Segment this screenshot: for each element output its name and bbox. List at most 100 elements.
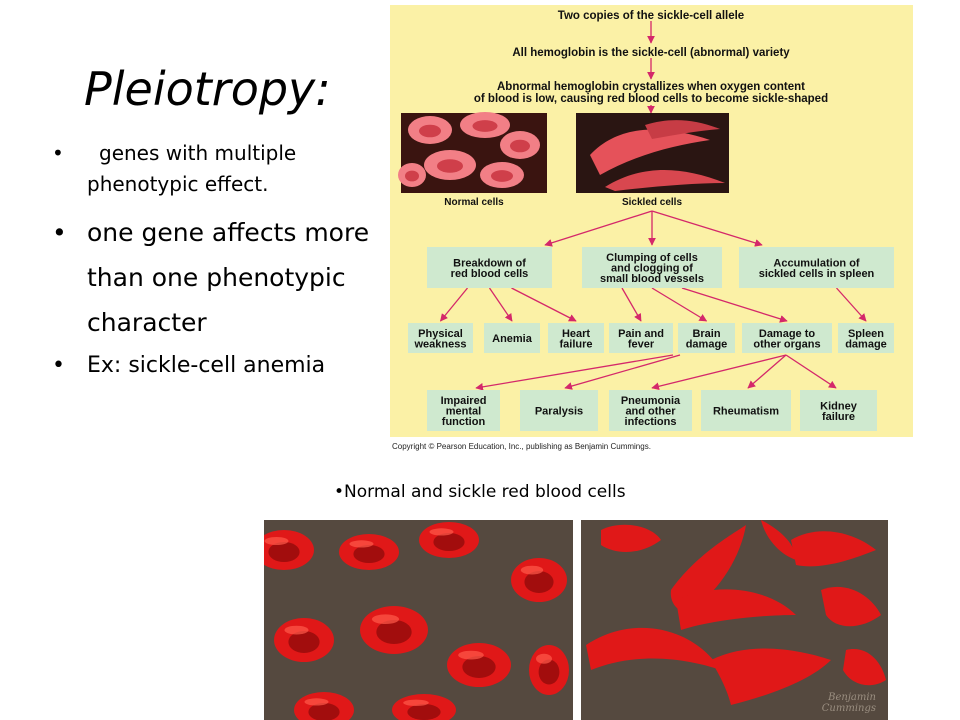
effect-box-level1-label: red blood cells: [451, 268, 529, 280]
effect-box-level3-label: Paralysis: [535, 406, 583, 418]
sickle-cells-photo: Benjamin Cummings: [581, 520, 888, 720]
sickle-cell: [761, 520, 796, 560]
sickled-cells-micrograph: [576, 113, 729, 193]
sickle-cell: [601, 524, 661, 552]
effect-box-level2-label: Heart: [562, 328, 590, 340]
effect-box-level3-label: Rheumatism: [713, 406, 779, 418]
bullet-text: Ex: sickle-cell anemia: [87, 353, 326, 378]
flow-arrow: [439, 287, 469, 322]
normal-cell: [511, 558, 567, 602]
effect-box-level3-label: mental: [446, 406, 481, 418]
flow-arrow: [785, 354, 837, 389]
bullet-text: one gene affects more than one phenotypi…: [87, 218, 370, 337]
normal-cells-micrograph: [398, 112, 547, 193]
flow-arrow: [651, 210, 763, 247]
sickle-cell: [821, 586, 881, 627]
effect-box-level3-label: Kidney: [820, 400, 858, 412]
effect-box-level2-label: Damage to: [759, 328, 816, 340]
normal-cell: [274, 618, 334, 662]
sickle-cell: [843, 649, 886, 686]
effect-box-level1-label: Breakdown of: [453, 257, 526, 269]
sickle-cell: [676, 589, 796, 630]
normal-cells-photo: [264, 520, 573, 720]
normal-cell: [339, 534, 399, 570]
flow-arrow: [621, 287, 642, 322]
effect-box-level1-label: Clumping of cells: [606, 252, 698, 264]
headline-text: Abnormal hemoglobin crystallizes when ox…: [497, 81, 805, 93]
effect-box-level3-label: failure: [822, 411, 855, 423]
effect-box-level2: [548, 323, 604, 353]
effect-box-level2-label: Anemia: [492, 333, 533, 345]
normal-cell: [360, 606, 428, 654]
micrograph-label: Normal cells: [444, 197, 504, 208]
bullet-dot: •: [52, 141, 64, 165]
normal-cell: [419, 522, 479, 558]
sickle-cells-image: [581, 520, 888, 720]
effect-box-level2-label: fever: [628, 338, 655, 350]
copyright-notice: Copyright © Pearson Education, Inc., pub…: [392, 442, 651, 451]
effect-box-level3: [800, 390, 877, 431]
flow-arrow: [681, 287, 788, 323]
effect-box-level2-label: Pain and: [618, 328, 664, 340]
bullet-item: • genes with multiple phenotypic effect.: [52, 138, 372, 200]
effect-box-level2: [838, 323, 894, 353]
watermark-line: Cummings: [821, 703, 876, 714]
bullet-dot: •: [52, 218, 67, 247]
sickle-cell: [791, 531, 876, 567]
flow-arrow: [836, 287, 867, 322]
effect-box-level3-label: Pneumonia: [621, 395, 681, 407]
sickle-cell: [586, 627, 721, 670]
photo-caption: •Normal and sickle red blood cells: [334, 482, 626, 502]
effect-box-level2-label: failure: [559, 338, 592, 350]
effect-box-level2: [408, 323, 473, 353]
effect-box-level2: [742, 323, 832, 353]
micrograph-label: Sickled cells: [622, 197, 682, 208]
effect-box-level1-label: Accumulation of: [773, 257, 860, 269]
effect-box-level2-label: damage: [845, 338, 887, 350]
flow-arrow: [488, 287, 513, 322]
bullet-item: • one gene affects more than one phenoty…: [52, 210, 372, 345]
normal-cell: [447, 643, 511, 687]
normal-cells-image: [264, 520, 573, 720]
effect-box-level3-label: and other: [625, 406, 676, 418]
publisher-watermark: Benjamin Cummings: [822, 692, 876, 714]
effect-box-level2: [609, 323, 673, 353]
effect-box-level3-label: function: [442, 416, 486, 428]
effect-box-level3-label: infections: [625, 416, 677, 428]
effect-box-level3: [427, 390, 500, 431]
effect-box-level1-label: small blood vessels: [600, 273, 704, 285]
effect-box-level3: [520, 390, 598, 431]
effect-box-level3-label: Impaired: [441, 395, 487, 407]
bullet-item: • Ex: sickle-cell anemia: [52, 349, 372, 383]
flow-arrow: [564, 354, 681, 390]
effect-box-level3: [609, 390, 692, 431]
effect-box-level1-label: and clogging of: [611, 263, 693, 275]
effect-box-level2-label: damage: [686, 338, 728, 350]
bullet-list: • genes with multiple phenotypic effect.…: [52, 138, 372, 383]
bullet-text: genes with multiple phenotypic effect.: [87, 141, 297, 196]
effect-box-level2-label: Physical: [418, 328, 463, 340]
flow-arrow: [511, 287, 577, 322]
effect-box-level1: [582, 247, 722, 288]
effect-box-level2-label: other organs: [753, 338, 820, 350]
headline-text: All hemoglobin is the sickle-cell (abnor…: [512, 47, 790, 59]
flow-arrow: [475, 354, 674, 391]
normal-cell: [294, 692, 354, 720]
effect-box-level1: [427, 247, 552, 288]
watermark-line: Benjamin: [828, 692, 876, 703]
effect-box-level1-label: sickled cells in spleen: [759, 268, 875, 280]
flow-arrow: [747, 354, 787, 389]
effect-box-level1: [739, 247, 894, 288]
sickle-cell: [670, 525, 746, 612]
flow-arrow: [544, 210, 653, 247]
effect-box-level2: [678, 323, 735, 353]
sickle-cell: [711, 648, 831, 705]
effect-box-level2: [484, 323, 540, 353]
flowchart-canvas: Two copies of the sickle-cell alleleAll …: [398, 10, 894, 431]
headline-text: Two copies of the sickle-cell allele: [558, 10, 744, 22]
effect-box-level3: [701, 390, 791, 431]
normal-cell: [529, 645, 569, 695]
flow-arrow: [651, 354, 787, 391]
headline-text: of blood is low, causing red blood cells…: [474, 93, 828, 105]
flow-arrow: [651, 287, 708, 322]
